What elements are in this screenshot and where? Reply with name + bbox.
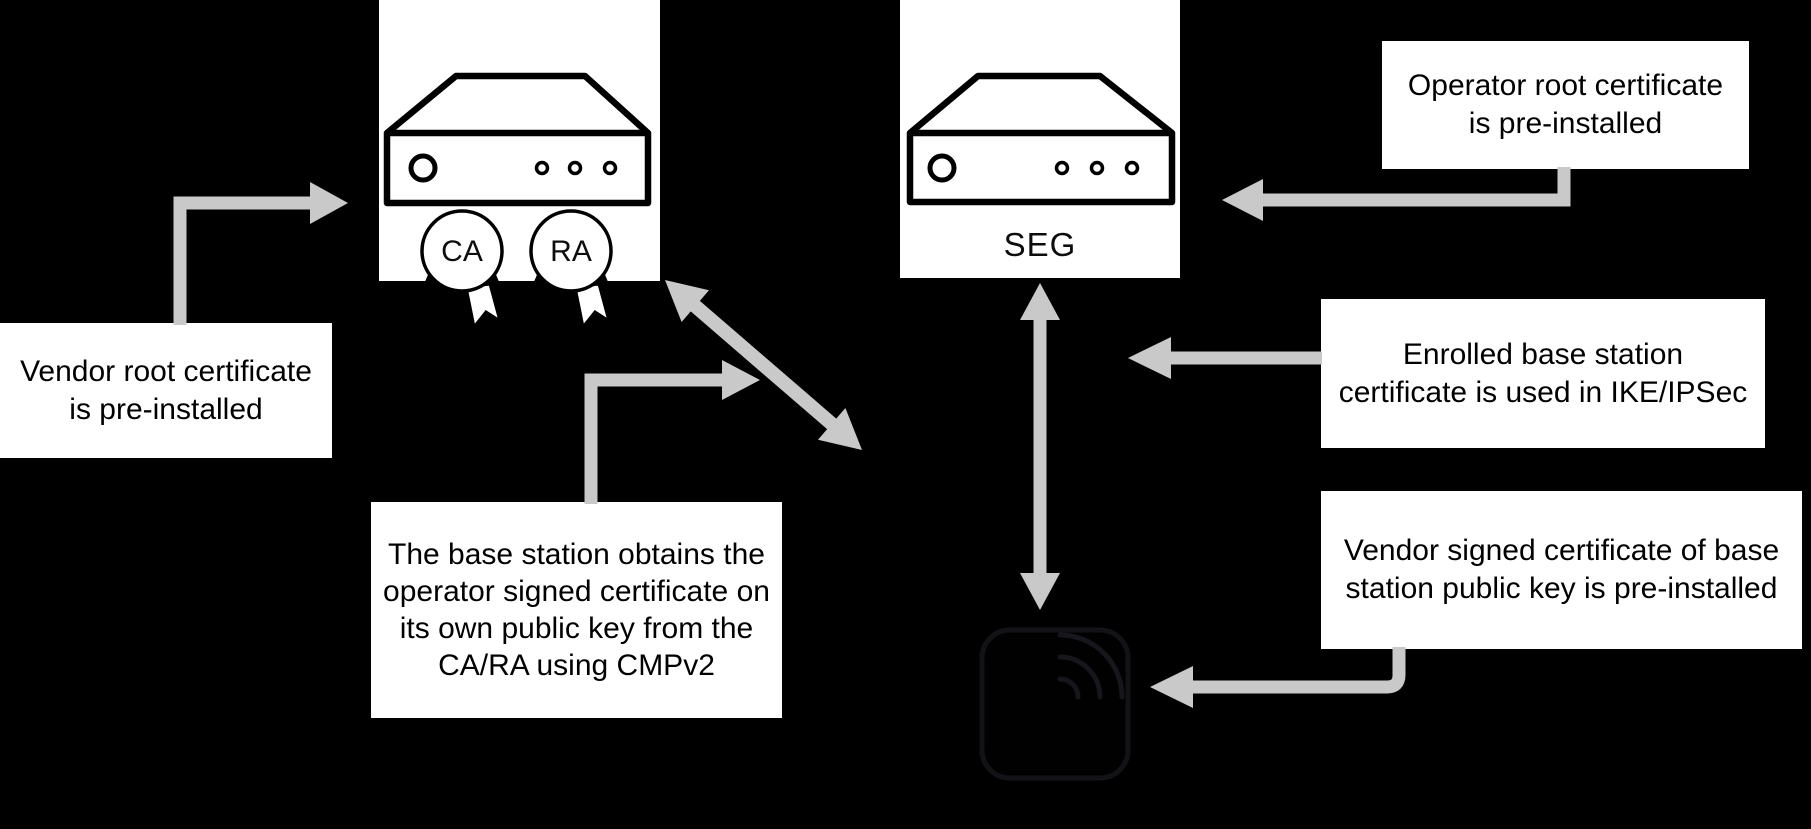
rack-server-icon (383, 72, 652, 207)
base-station-signal-icon (979, 627, 1131, 781)
arrow-operator-root-to-seg (1222, 167, 1571, 221)
ca-ra-node-box (379, 0, 660, 281)
enrolled-certificate-annotation: Enrolled base station certificate is use… (1321, 299, 1765, 448)
arrow-cmpv2-pointer (584, 360, 760, 504)
vendor-signed-annotation: Vendor signed certificate of base statio… (1321, 491, 1802, 649)
operator-root-annotation: Operator root certificate is pre-install… (1382, 41, 1749, 169)
cmpv2-annotation: The base station obtains the operator si… (371, 502, 782, 718)
arrow-vendor-root-to-cara (173, 182, 348, 325)
arrow-seg-basestation-double (1020, 283, 1060, 610)
arrow-vendor-signed-to-bs (1150, 647, 1406, 708)
rack-server-icon (906, 72, 1176, 206)
arrow-enrolled-to-seg (1128, 337, 1322, 379)
arrow-cara-basestation-double (665, 280, 862, 450)
seg-node-box: SEG (900, 0, 1180, 278)
seg-label: SEG (1003, 226, 1077, 263)
vendor-root-annotation: Vendor root certificate is pre-installed (0, 323, 332, 458)
